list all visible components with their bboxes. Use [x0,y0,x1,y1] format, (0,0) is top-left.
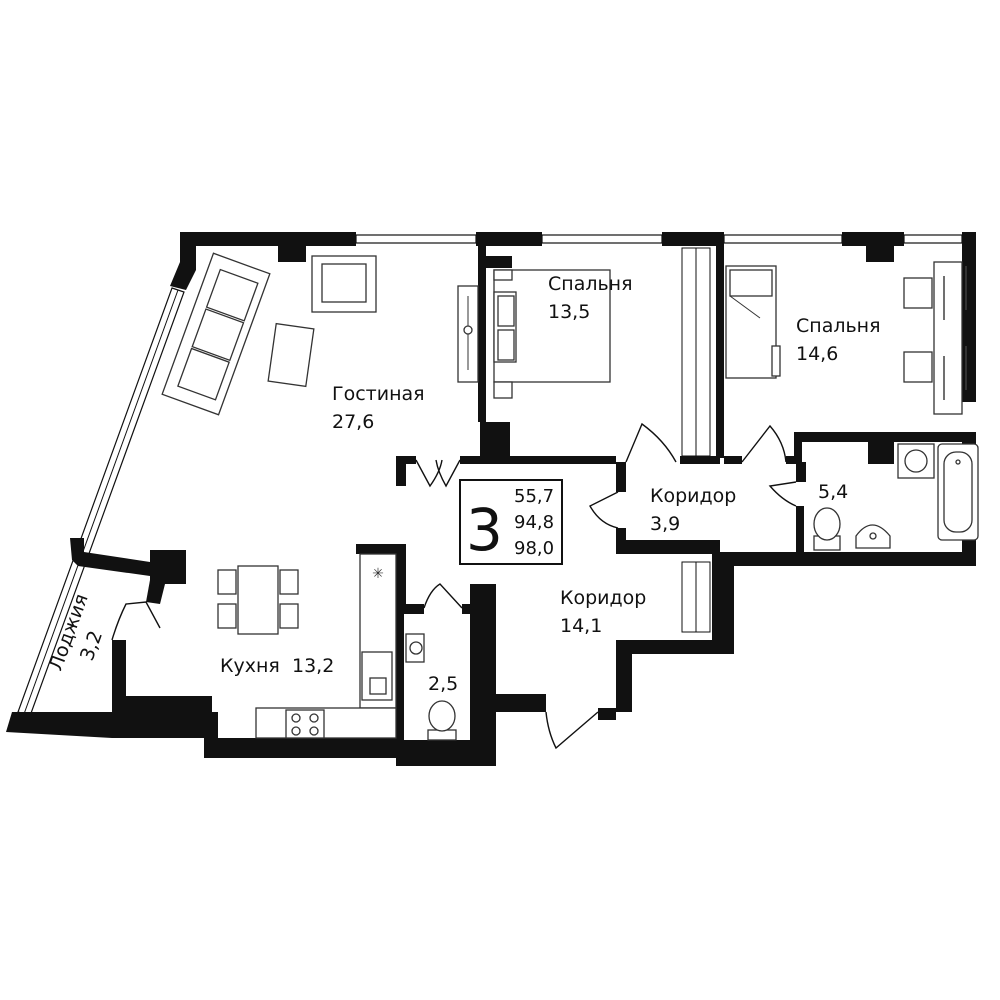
bedroom1-name: Спальня [548,273,633,295]
total-area-value: 94,8 [514,512,554,533]
toilet-area: 2,5 [428,673,458,695]
corridor-small-name: Коридор [650,485,736,507]
svg-text:✳: ✳ [372,566,384,582]
rooms-count: 3 [466,496,503,564]
corridor-small-area: 3,9 [650,513,680,535]
kitchen-name: Кухня [220,655,280,677]
bedroom2-name: Спальня [796,315,881,337]
loggia-area: 3,2 [76,628,107,664]
doors [111,422,797,750]
summary-box: 3 55,7 94,8 98,0 [459,479,563,565]
living-area-value: 55,7 [514,486,554,507]
bedroom1-area: 13,5 [548,301,590,323]
interior-walls [356,246,894,744]
kitchen-area: 13,2 [292,655,334,677]
living-room-name: Гостиная [332,383,425,405]
corridor-large-area: 14,1 [560,615,602,637]
room-labels: Гостиная 27,6 Спальня 13,5 Спальня 14,6 … [45,273,881,695]
corridor-large-name: Коридор [560,587,646,609]
exterior-walls [6,232,976,766]
total-with-loggia-value: 98,0 [514,538,554,559]
bathroom-area: 5,4 [818,481,848,503]
bedroom2-area: 14,6 [796,343,838,365]
living-room-area: 27,6 [332,411,374,433]
furniture: ✳ [161,252,979,741]
